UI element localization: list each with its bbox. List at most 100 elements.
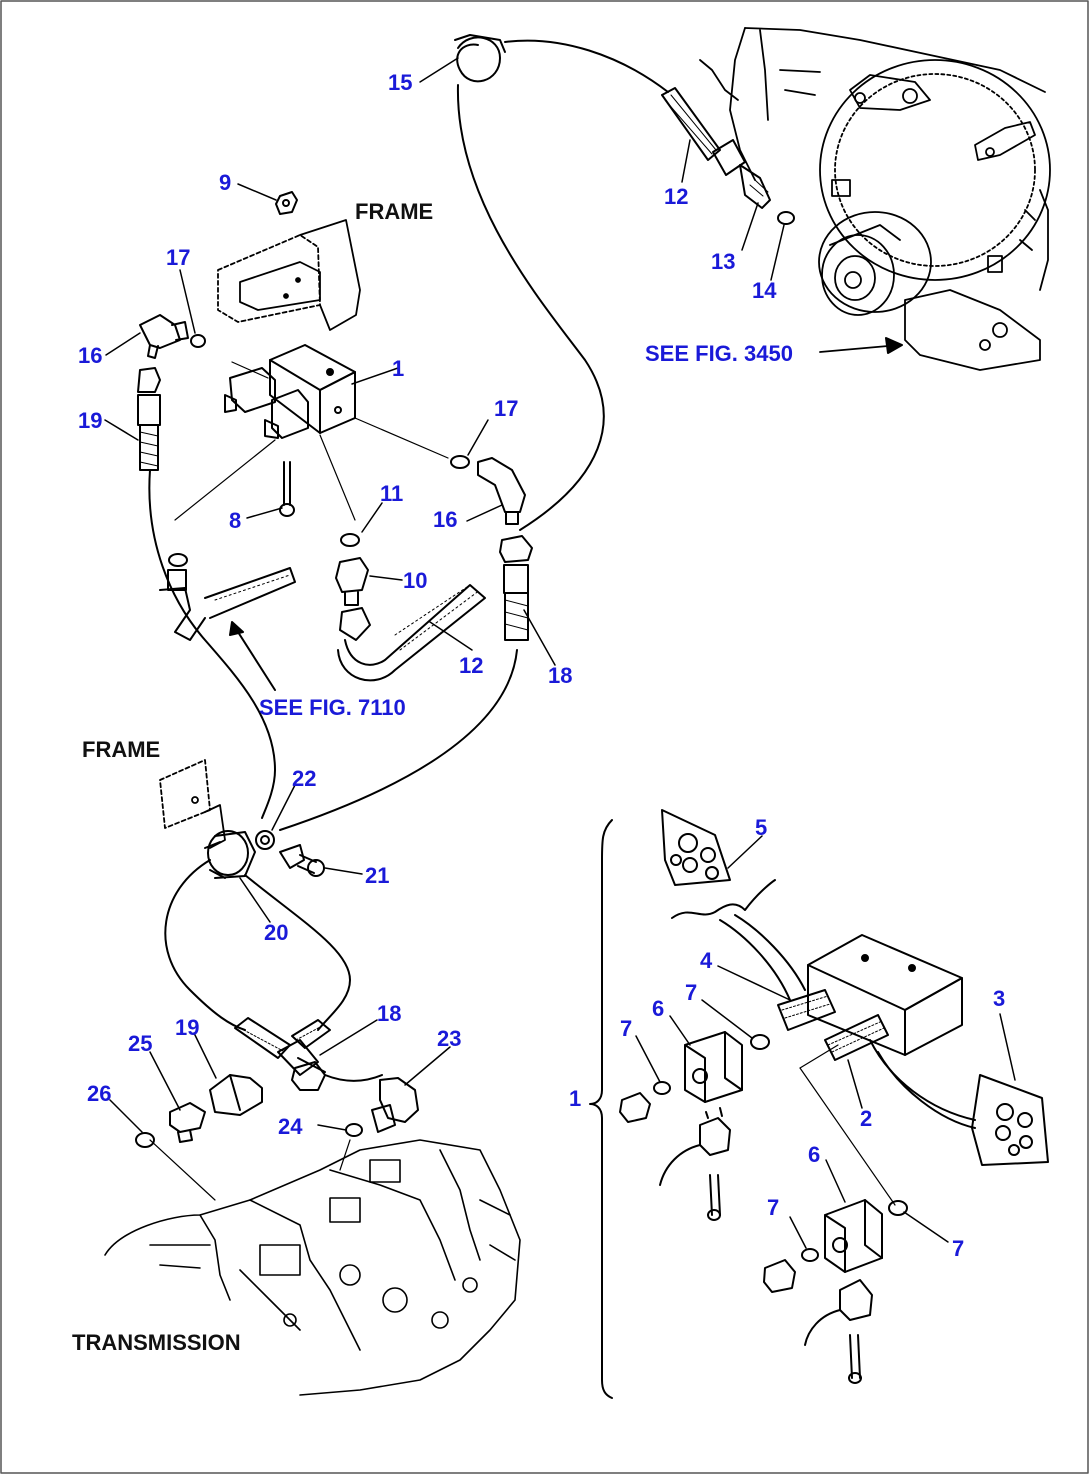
plug-upper — [659, 1107, 731, 1221]
arrow-7110 — [237, 631, 276, 691]
callout-2: 2 — [860, 1106, 873, 1131]
ring-7-d — [801, 1248, 819, 1262]
callout-4: 4 — [700, 948, 713, 973]
coil-6-upper — [684, 1031, 743, 1103]
ring-7-a — [750, 1034, 770, 1050]
hose-18-mid — [499, 535, 533, 641]
callout-20: 20 — [264, 920, 289, 945]
ring-11 — [340, 533, 360, 547]
washer-22 — [255, 830, 275, 850]
callout-25: 25 — [128, 1031, 153, 1056]
callout-18: 18 — [377, 1001, 402, 1026]
callout-7: 7 — [620, 1016, 633, 1041]
callout-19: 19 — [175, 1015, 200, 1040]
adapter-19-lower — [209, 1074, 263, 1116]
callout-17: 17 — [166, 245, 191, 270]
callout-9: 9 — [219, 170, 232, 195]
callout-19: 19 — [78, 408, 103, 433]
elbow-16-left — [139, 314, 206, 359]
nut-9 — [275, 191, 298, 215]
washer-26 — [135, 1132, 155, 1148]
callout-12: 12 — [459, 653, 484, 678]
hose-19-left — [137, 367, 161, 471]
nut-upper — [619, 1092, 651, 1123]
nut-lower — [763, 1259, 796, 1293]
callout-16: 16 — [78, 343, 103, 368]
leader-lines-valve — [174, 434, 356, 521]
valve-block-detail — [807, 934, 963, 1056]
ring-7-b — [653, 1081, 671, 1095]
callout-16: 16 — [433, 507, 458, 532]
hose-12-mid — [337, 584, 486, 682]
hose-lower-19 — [164, 859, 246, 1031]
callout-21: 21 — [365, 863, 390, 888]
leader-17-a — [231, 361, 269, 379]
callout-6: 6 — [652, 996, 665, 1021]
transmission-housing-bottom — [104, 1139, 521, 1396]
callout-22: 22 — [292, 766, 317, 791]
detail-bracket — [589, 819, 613, 1399]
elbow-16-right — [450, 455, 526, 525]
fitting-10 — [335, 557, 369, 606]
connector-5 — [661, 809, 776, 919]
callout-1: 1 — [569, 1086, 582, 1111]
see-fig-7110-label: SEE FIG. 7110 — [259, 695, 406, 720]
frame-bracket-top — [217, 219, 361, 331]
callout-10: 10 — [403, 568, 428, 593]
callout-26: 26 — [87, 1081, 112, 1106]
hose-19-long — [148, 469, 276, 819]
arrow-3450-head — [885, 337, 903, 354]
frame-label-top: FRAME — [355, 199, 434, 224]
wire-3 — [869, 1039, 976, 1121]
clamp-20 — [204, 830, 256, 879]
callout-6: 6 — [808, 1142, 821, 1167]
wire-5 — [734, 914, 806, 991]
hose-18-long — [279, 649, 518, 831]
hose-18-upper — [456, 84, 605, 531]
fig-7110-assembly — [159, 553, 296, 641]
hose-lower-18 — [244, 874, 351, 1031]
callout-7: 7 — [952, 1236, 965, 1261]
callout-18: 18 — [548, 663, 573, 688]
wire-5b — [719, 919, 791, 1001]
callout-leaders — [104, 57, 1016, 1249]
connector-3 — [971, 1074, 1049, 1166]
fitting-25 — [169, 1102, 206, 1143]
ring-7-c — [888, 1200, 908, 1216]
callout-5: 5 — [755, 815, 768, 840]
solenoid-valve-1-top — [224, 344, 356, 439]
arrow-3450 — [819, 345, 889, 353]
bolt-21 — [279, 844, 325, 877]
see-fig-3450-label: SEE FIG. 3450 — [645, 341, 793, 366]
callout-11: 11 — [380, 481, 404, 506]
hose-end-18-lower — [291, 1019, 383, 1091]
bolt-8 — [279, 461, 295, 517]
elbow-23 — [371, 1077, 419, 1133]
callout-7: 7 — [685, 980, 698, 1005]
plug-lower — [804, 1279, 873, 1384]
callout-7: 7 — [767, 1195, 780, 1220]
hose-end-19-lower — [234, 1017, 326, 1076]
frame-label-left: FRAME — [82, 737, 161, 762]
washer-24 — [345, 1123, 363, 1137]
wire-3b — [877, 1051, 976, 1129]
callout-17: 17 — [494, 396, 519, 421]
leader-17-b — [354, 417, 449, 459]
callout-23: 23 — [437, 1026, 462, 1051]
transmission-housing-top — [699, 27, 1051, 371]
callout-15: 15 — [388, 70, 413, 95]
leader-cartridge — [799, 1044, 839, 1069]
arrow-7110-head — [229, 621, 244, 636]
callout-14: 14 — [752, 278, 777, 303]
callout-13: 13 — [711, 249, 736, 274]
callout-24: 24 — [278, 1114, 303, 1139]
leader-lines-lower — [799, 1067, 896, 1206]
cartridge-2 — [824, 1014, 889, 1061]
callout-1: 1 — [392, 356, 405, 381]
callout-12: 12 — [664, 184, 689, 209]
hose-top-right — [504, 39, 669, 93]
coil-6-lower — [824, 1199, 883, 1273]
